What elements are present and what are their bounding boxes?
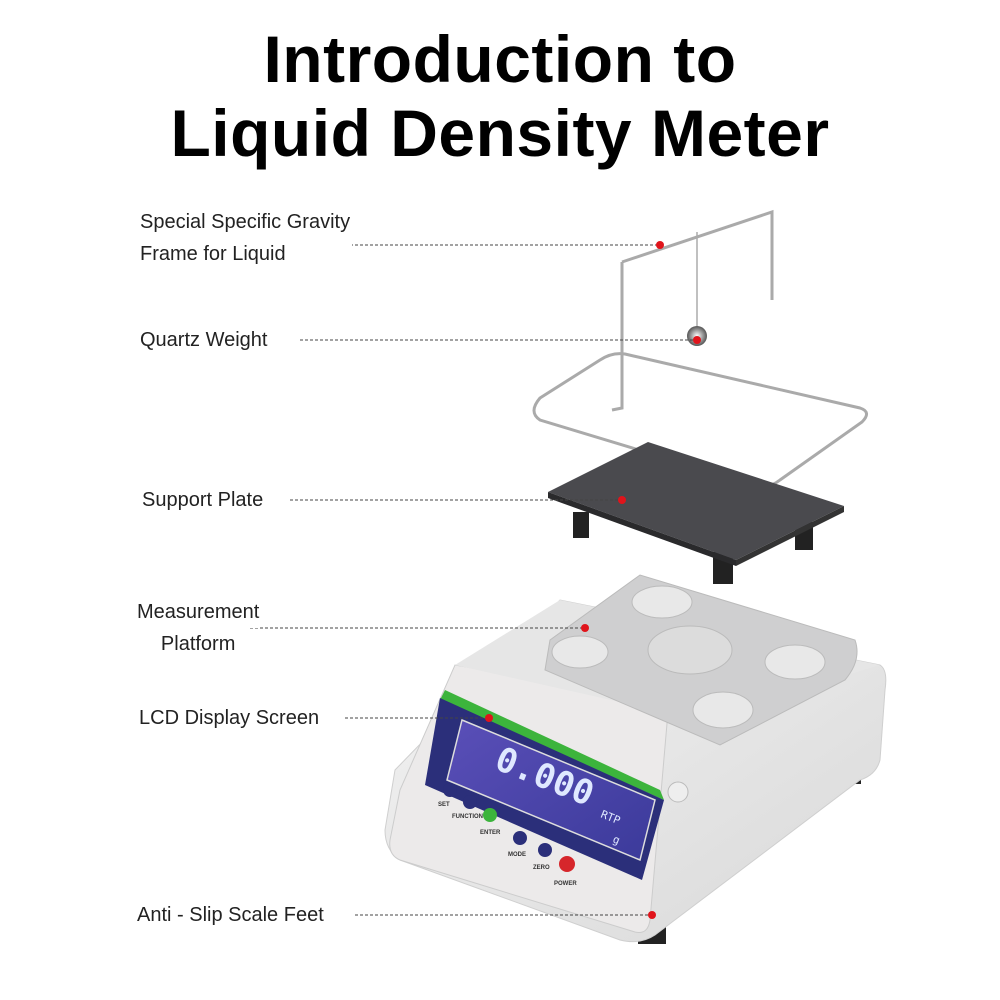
svg-text:ZERO: ZERO <box>533 865 550 871</box>
svg-text:FUNCTION: FUNCTION <box>452 814 483 820</box>
title-line-2: Liquid Density Meter <box>170 96 830 170</box>
svg-text:POWER: POWER <box>554 881 577 887</box>
title-line-1: Introduction to <box>263 22 737 96</box>
callout-frame: Special Specific Gravity Frame for Liqui… <box>140 206 353 270</box>
gravity-frame <box>532 209 868 488</box>
enter-button[interactable]: ENTER <box>480 808 501 836</box>
callout-lcd: LCD Display Screen <box>139 702 322 734</box>
callout-text: Special Specific Gravity <box>140 211 351 233</box>
callout-text: Frame for Liquid <box>140 238 286 270</box>
scale-body: 0.000 RTP g <box>384 574 887 944</box>
level-bubble-icon <box>667 781 689 803</box>
lcd-unit: g <box>611 833 622 848</box>
callout-lines <box>250 244 697 916</box>
callout-quartz: Quartz Weight <box>140 324 270 356</box>
callout-text: Measurement <box>137 596 260 628</box>
lcd-screen <box>446 718 656 862</box>
svg-text:MODE: MODE <box>508 852 526 858</box>
power-button[interactable]: POWER <box>554 856 577 887</box>
svg-text:ENTER: ENTER <box>480 830 501 836</box>
function-button[interactable]: FUNCTION <box>452 795 483 820</box>
callout-text: Platform <box>160 628 236 660</box>
mode-button[interactable]: MODE <box>508 831 527 858</box>
support-plate <box>548 442 844 584</box>
page-title: Introduction to Liquid Density Meter <box>0 22 1000 170</box>
callout-platform: Measurement Platform <box>137 596 261 660</box>
zero-button[interactable]: ZERO <box>533 843 552 871</box>
callout-dots <box>485 241 701 919</box>
callout-feet: Anti - Slip Scale Feet <box>137 899 326 931</box>
set-button[interactable]: SET <box>438 783 457 808</box>
callout-plate: Support Plate <box>142 484 266 516</box>
svg-text:SET: SET <box>438 802 450 808</box>
